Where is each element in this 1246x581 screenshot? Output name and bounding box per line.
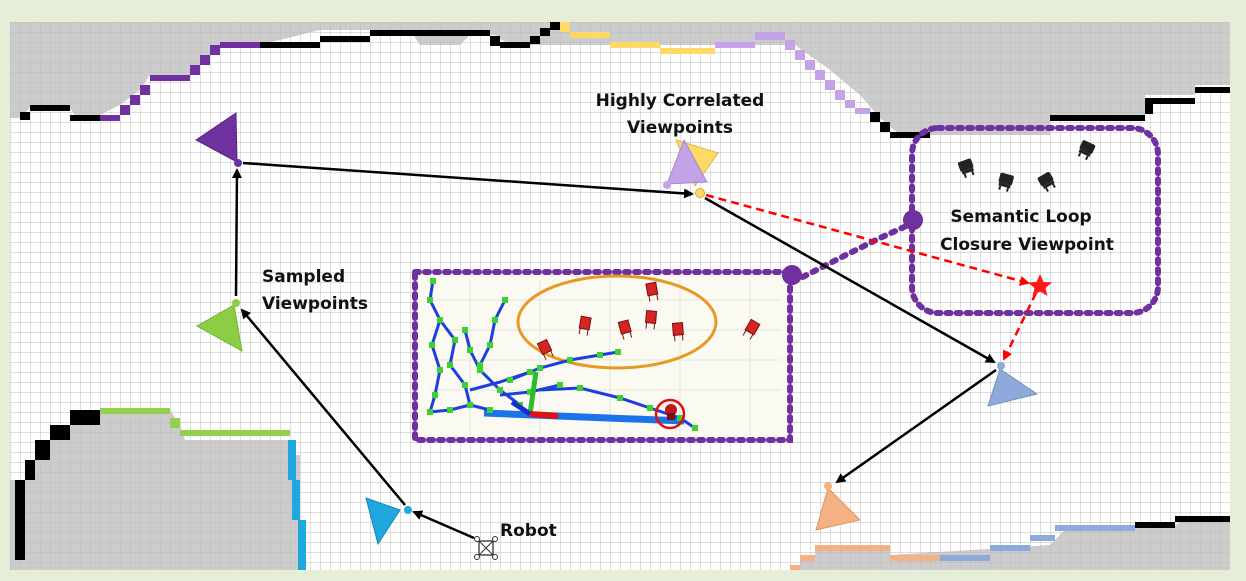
label-robot: Robot — [500, 521, 557, 541]
arrow-green-to-purple — [231, 168, 242, 297]
viewpoint-green — [195, 304, 243, 352]
viewpoint-lavender — [666, 138, 708, 185]
chair-icon — [645, 310, 658, 330]
label-highly-correlated-2: Viewpoints — [627, 118, 733, 138]
viewpoint-purple — [195, 112, 238, 163]
furniture-cluster-ellipse — [516, 274, 718, 370]
arrow-cyan-to-green — [240, 308, 406, 506]
inset-map-content — [427, 274, 780, 435]
loop-closure-arrows — [705, 193, 1038, 361]
arrow-gold-to-star — [705, 193, 1030, 286]
semantic-link-node-inset — [782, 265, 802, 285]
semantic-link-path — [790, 219, 918, 285]
chair-icon — [957, 158, 975, 179]
label-sampled-2: Viewpoints — [262, 294, 368, 314]
label-highly-correlated-1: Highly Correlated — [596, 91, 765, 111]
viewpoints — [195, 112, 1039, 546]
chair-icons-group — [957, 140, 1096, 193]
chair-icon — [617, 319, 633, 340]
chair-icon — [671, 322, 684, 342]
inset-chairs — [536, 281, 761, 360]
chair-icon — [578, 315, 592, 336]
robot-path-line — [483, 409, 685, 425]
chair-icon — [645, 281, 659, 302]
viewpoint-steel-blue — [987, 368, 1039, 407]
robot-icon — [474, 536, 498, 560]
arrow-purple-to-gold — [242, 161, 694, 199]
inset-robot-axes — [510, 371, 559, 419]
boundary-cells — [15, 22, 1230, 570]
chair-icon — [1037, 172, 1056, 193]
arrow-gold-to-blue — [704, 196, 996, 364]
viewpoint-salmon — [815, 487, 861, 531]
chair-icon — [1077, 140, 1096, 161]
chair-icon — [742, 318, 761, 340]
arrow-robot-to-cyan — [412, 510, 475, 540]
star-icon — [1028, 274, 1052, 296]
viewpoint-cyan — [365, 497, 401, 546]
exploration-arrows — [231, 161, 997, 540]
arrow-blue-to-salmon — [835, 368, 997, 484]
label-semantic-2: Closure Viewpoint — [940, 235, 1114, 255]
inset-target-marker — [654, 398, 686, 430]
semantic-link-node-region — [903, 210, 923, 230]
label-semantic-1: Semantic Loop — [950, 207, 1091, 227]
tree-nodes — [427, 278, 698, 431]
chair-icon — [536, 338, 554, 360]
label-sampled-1: Sampled — [262, 267, 345, 287]
